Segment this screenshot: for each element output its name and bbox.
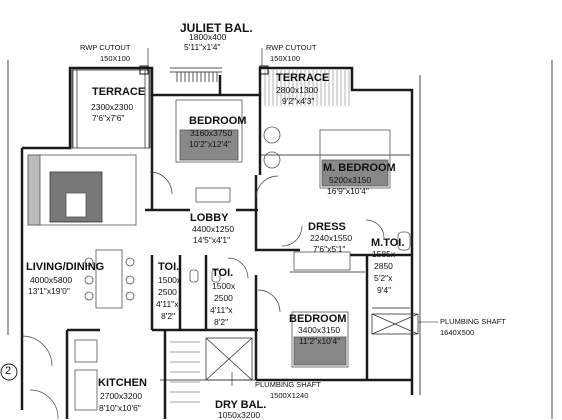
toi-2-size-d: 8'2" xyxy=(214,317,229,327)
toi-2-size-b: 2500 xyxy=(214,293,233,303)
lobby-name: LOBBY xyxy=(190,212,229,224)
door-swings xyxy=(21,171,385,419)
dress-size-ft: 7'6"x5'1" xyxy=(313,244,346,254)
rwp-right-label: RWP CUTOUT xyxy=(266,43,317,52)
lobby-size-mm: 4400x1250 xyxy=(192,224,235,234)
m-toi-size-mm: 1585x xyxy=(372,249,396,259)
terrace-right-size-ft: 9'2"x4'3" xyxy=(282,96,315,106)
toi-2-size-c: 4'11"x xyxy=(210,305,233,315)
toi-1-size-c: 4'11"x xyxy=(156,299,179,309)
lobby-size-ft: 14'5"x4'1" xyxy=(193,235,231,245)
toi-1-size-a: 1500x xyxy=(158,275,182,285)
stair-lines xyxy=(170,341,200,403)
living-size-mm: 4000x5800 xyxy=(30,275,73,285)
kitchen-size-mm: 2700x3200 xyxy=(100,391,143,401)
living-name: LIVING/DINING xyxy=(26,261,105,273)
juliet-bal-size-ft: 5'11"x1'4" xyxy=(184,42,221,52)
rwp-right-size: 150X100 xyxy=(270,54,301,63)
m-bedroom-size-mm: 5200x3150 xyxy=(329,175,372,185)
toi-2-size-a: 1500x xyxy=(212,281,236,291)
terrace-right-name: TERRACE xyxy=(276,72,330,84)
bedroom-bottom-name: BEDROOM xyxy=(289,313,347,325)
plumbing-shaft-bottom xyxy=(205,337,253,381)
toi-1-size-b: 2500 xyxy=(158,287,177,297)
plumbing-shaft-right-label: PLUMBING SHAFT xyxy=(440,317,506,326)
bedroom-top-size-ft: 10'2"x12'4" xyxy=(189,139,231,149)
bedroom-bottom-size-ft: 11'2"x10'4" xyxy=(299,336,341,346)
leader-lines xyxy=(147,48,438,386)
m-toi-size-c: 9'4" xyxy=(377,285,392,295)
plumbing-shaft-bottom-label: PLUMBING SHAFT xyxy=(255,380,321,389)
grid-marker-circle xyxy=(0,363,18,381)
m-toi-name: M.TOI. xyxy=(371,237,405,249)
terrace-left-hatch-2 xyxy=(144,70,150,148)
m-toi-size-b: 5'2"x xyxy=(374,273,393,283)
m-toi-size-a: 2850 xyxy=(374,261,393,271)
terrace-left-size-mm: 2300x2300 xyxy=(91,102,134,112)
kitchen-name: KITCHEN xyxy=(98,377,147,389)
toi-1-name: TOI. xyxy=(158,261,180,273)
terrace-right-size-mm: 2800x1300 xyxy=(276,85,319,95)
juliet-bal-size-mm: 1800x400 xyxy=(189,32,227,42)
plumbing-shaft-right-size: 1640X500 xyxy=(440,328,475,337)
rwp-right xyxy=(259,65,269,75)
plumbing-shaft-right xyxy=(371,313,419,335)
dress-size-mm: 2240x1550 xyxy=(310,233,353,243)
rwp-left xyxy=(139,65,149,75)
toi-1-size-d: 8'2" xyxy=(161,311,176,321)
dry-bal-name: DRY BAL. xyxy=(215,399,267,411)
bedroom-bottom-size-mm: 3400x3150 xyxy=(298,325,341,335)
terrace-left-hatch xyxy=(72,70,78,148)
living-size-ft: 13'1"x19'0" xyxy=(28,286,70,296)
rwp-left-size: 150X100 xyxy=(100,54,131,63)
kitchen-size-ft: 8'10"x10'6" xyxy=(99,403,141,413)
m-bedroom-size-ft: 16'9"x10'4" xyxy=(327,186,369,196)
walls xyxy=(20,66,414,419)
toi-2-name: TOI. xyxy=(212,267,234,279)
plumbing-shaft-bottom-size: 1500X1240 xyxy=(270,391,309,400)
dress-name: DRESS xyxy=(308,221,346,233)
terrace-left-size-ft: 7'6"x7'6" xyxy=(92,113,125,123)
terrace-right-hatch xyxy=(264,70,350,106)
juliet-bal-name: JULIET BAL. xyxy=(180,21,253,35)
terrace-left-name: TERRACE xyxy=(92,86,146,98)
furniture xyxy=(27,99,411,411)
m-bedroom-name: M. BEDROOM xyxy=(323,162,396,174)
bedroom-top-name: BEDROOM xyxy=(189,115,247,127)
rwp-left-label: RWP CUTOUT xyxy=(80,43,131,52)
thin-lines xyxy=(7,60,553,419)
juliet-balcony-hatch xyxy=(174,72,218,82)
grid-marker-label: 2 xyxy=(5,365,12,377)
bedroom-top-size-mm: 3160x3750 xyxy=(190,128,233,138)
dry-bal-size-mm: 1050x3200 xyxy=(218,410,261,420)
